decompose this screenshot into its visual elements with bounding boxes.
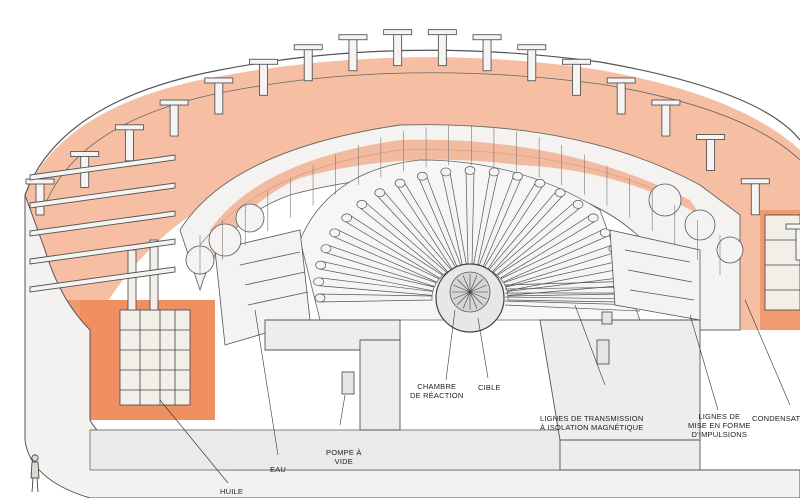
support-beam-cap: [606, 77, 636, 84]
support-beam-cap: [114, 124, 144, 131]
chamber-spoke: [469, 275, 478, 293]
chamber-spoke: [469, 291, 478, 309]
label-lignes-transmission: LIGNES DE TRANSMISSION À ISOLATION MAGNÉ…: [540, 414, 644, 432]
label-condensateurs: CONDENSATE: [752, 414, 800, 423]
line-end-cap: [356, 200, 368, 209]
support-beam: [750, 180, 760, 216]
support-beam: [29, 154, 176, 181]
line-end-cap: [394, 178, 406, 188]
support-beam-cap: [249, 58, 278, 65]
inner-oil: [210, 139, 700, 260]
pulse-modules-left: [185, 203, 311, 346]
line-end-cap: [554, 188, 566, 198]
label-pompe-a-vide: POMPE À VIDE: [326, 448, 362, 466]
transmission-line: [504, 304, 641, 312]
support-beam: [29, 210, 176, 237]
support-beam: [303, 46, 313, 82]
support-beam-cap: [159, 99, 189, 106]
support-beam: [795, 225, 800, 261]
chamber-spoke: [457, 279, 471, 293]
human-figure: [30, 454, 40, 493]
label-huile: HUILE: [220, 487, 244, 496]
chamber-spoke: [453, 284, 471, 293]
support-beam: [214, 79, 224, 115]
support-beam-cap: [427, 29, 457, 36]
oil-band: [25, 57, 800, 331]
chamber-spoke: [469, 291, 487, 300]
chamber-spoke: [457, 291, 471, 305]
line-end-cap: [416, 171, 428, 181]
chamber-spokes: [452, 274, 488, 310]
support-beam: [169, 101, 179, 137]
support-beam: [348, 36, 358, 72]
foundation: [264, 319, 701, 471]
chamber-spoke: [469, 284, 487, 293]
label-eau: EAU: [270, 465, 287, 474]
support-beam: [124, 126, 134, 162]
support-beam: [661, 101, 671, 137]
transmission-lines-fan: [313, 166, 641, 312]
line-end-cap: [534, 178, 546, 188]
support-beam: [393, 31, 403, 67]
chamber-spoke: [462, 275, 471, 293]
support-beam-cap: [204, 77, 234, 84]
capacitor-stack-right: [764, 214, 800, 311]
line-end-cap: [488, 167, 500, 177]
line-end-cap: [314, 293, 326, 303]
inner-wall-columns: [199, 125, 721, 275]
chamber-spoke: [462, 291, 471, 309]
support-beam: [616, 79, 626, 115]
leader-lines: [159, 299, 791, 484]
line-end-cap: [329, 228, 341, 238]
vacuum-pump: [341, 311, 613, 395]
support-beam: [29, 266, 176, 293]
line-end-cap: [512, 171, 524, 181]
support-beam: [572, 60, 581, 96]
support-beam-cap: [70, 150, 100, 157]
chamber-spoke: [453, 291, 471, 300]
line-end-cap: [440, 167, 452, 177]
support-beam-cap: [740, 178, 770, 185]
support-beam-cap: [293, 44, 323, 51]
support-beam: [482, 36, 492, 72]
support-beam: [29, 238, 176, 265]
line-end-cap: [599, 228, 611, 238]
support-beam: [527, 46, 537, 82]
support-beam-cap: [517, 44, 547, 51]
line-end-cap: [374, 188, 386, 198]
support-beam-cap: [383, 29, 413, 36]
support-beam: [437, 31, 447, 67]
line-end-cap: [313, 277, 325, 287]
line-end-cap: [587, 213, 599, 223]
line-end-cap: [341, 213, 353, 223]
support-beam-cap: [696, 134, 726, 140]
support-beam: [259, 60, 268, 96]
line-end-cap: [572, 200, 584, 209]
chamber-spoke: [469, 291, 483, 305]
top-support-beams: [25, 29, 800, 293]
pulse-modules-right: [609, 183, 744, 321]
support-beam-cap: [338, 34, 368, 41]
support-beam-cap: [785, 223, 800, 230]
line-end-cap: [464, 166, 476, 175]
support-beam-cap: [472, 34, 502, 41]
support-beam: [706, 136, 716, 171]
line-end-cap: [320, 244, 332, 254]
support-beam: [35, 180, 45, 216]
capacitor-stack-left: [119, 239, 191, 406]
support-beam-cap: [562, 58, 591, 65]
chamber-spoke: [469, 279, 483, 293]
label-lignes-mise-en-forme: LIGNES DE MISE EN FORME D'IMPULSIONS: [688, 412, 751, 439]
label-cible: CIBLE: [478, 383, 501, 392]
support-beam-cap: [651, 99, 681, 106]
line-end-cap: [315, 260, 327, 270]
support-beam: [29, 182, 176, 209]
label-chambre-reaction: CHAMBRE DE RÉACTION: [410, 382, 464, 400]
